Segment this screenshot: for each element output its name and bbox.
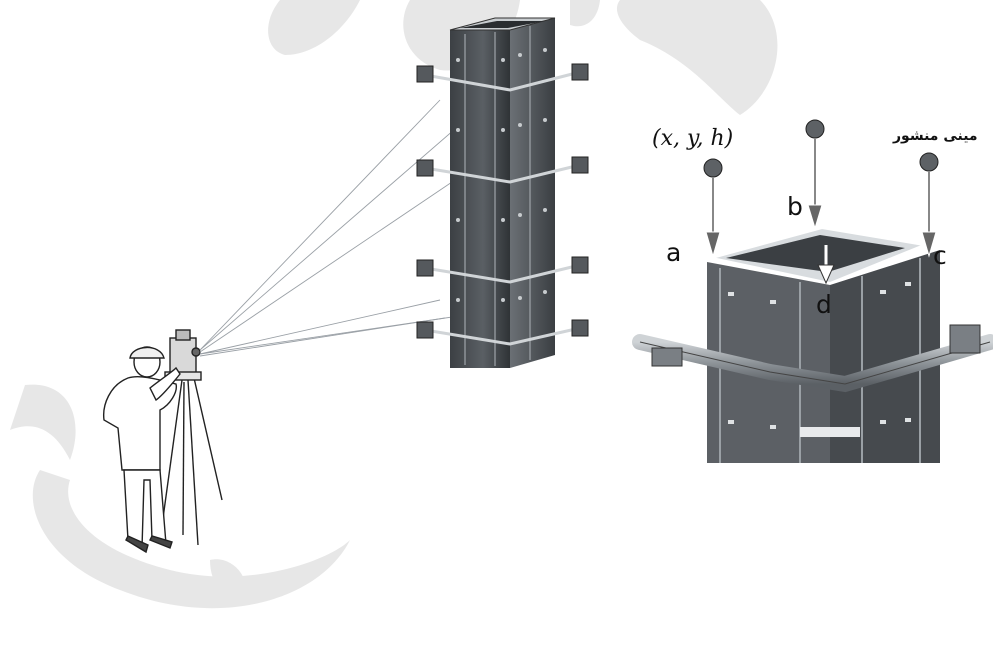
surveyor-figure bbox=[103, 329, 223, 554]
column-top-detail bbox=[632, 226, 993, 463]
column-formwork bbox=[416, 17, 589, 368]
mini-prism-icons bbox=[703, 119, 939, 232]
point-label-d: d bbox=[816, 290, 832, 319]
target-arrows bbox=[705, 204, 937, 285]
mini-prism-label: مینی منشور bbox=[893, 128, 978, 144]
coordinate-label: (x, y, h) bbox=[652, 126, 734, 151]
point-label-b: b bbox=[787, 192, 803, 221]
watermark bbox=[10, 0, 778, 609]
point-label-c: c bbox=[933, 241, 947, 270]
point-label-a: a bbox=[666, 238, 682, 267]
